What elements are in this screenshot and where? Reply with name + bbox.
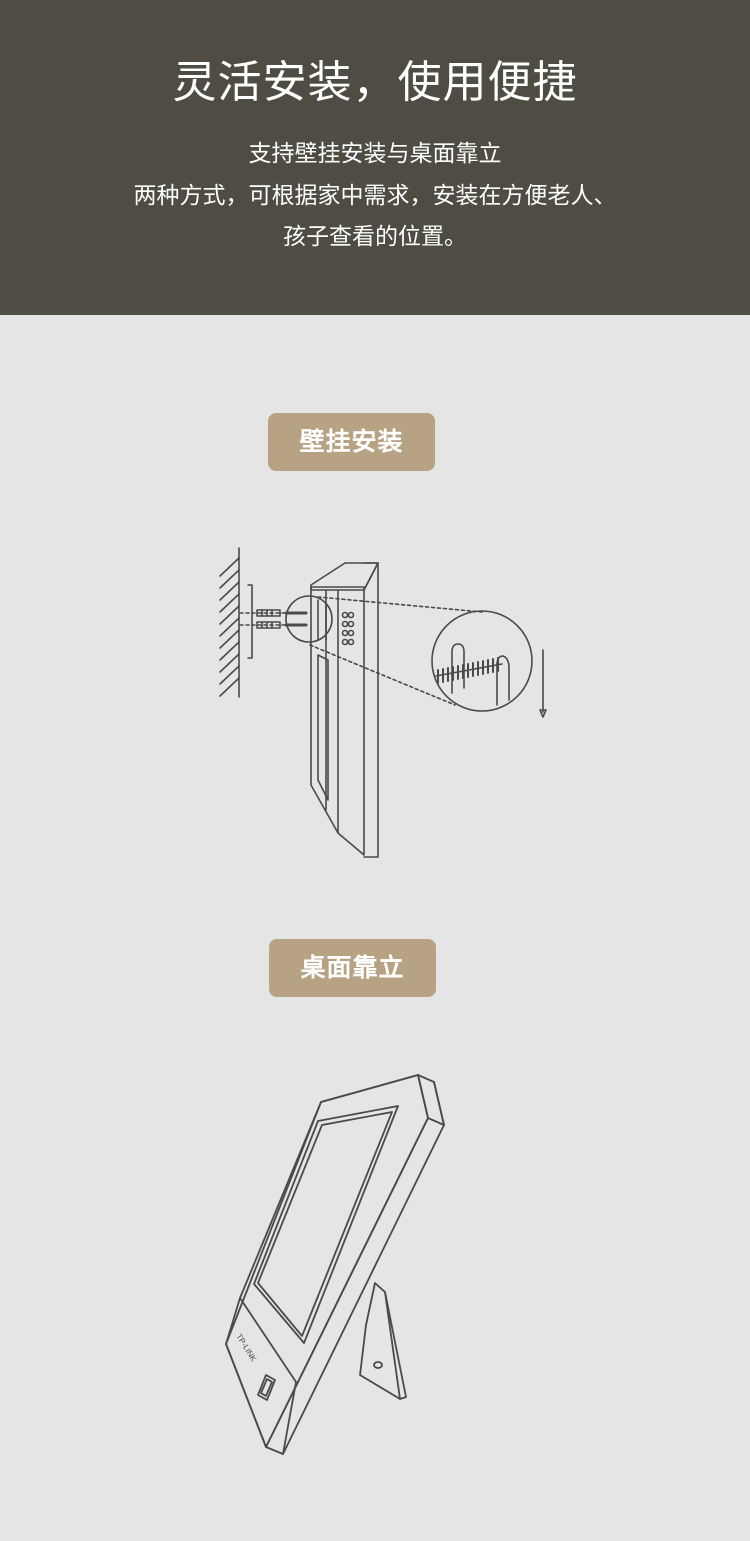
subtitle-line: 两种方式，可根据家中需求，安装在方便老人、	[133, 182, 617, 209]
brand-logo: TP-LINK	[234, 1332, 258, 1363]
page-subtitle: 支持壁挂安装与桌面靠立 两种方式，可根据家中需求，安装在方便老人、 孩子查看的位…	[0, 134, 750, 259]
header-banner: 灵活安装，使用便捷 支持壁挂安装与桌面靠立 两种方式，可根据家中需求，安装在方便…	[0, 0, 750, 315]
section-label-desk-stand: 桌面靠立	[269, 939, 436, 997]
section-label-wall-mount: 壁挂安装	[268, 413, 435, 471]
page-title: 灵活安装，使用便捷	[172, 57, 578, 108]
subtitle-line: 孩子查看的位置。	[283, 224, 467, 250]
desk-stand-illustration: TP-LINK	[0, 1060, 750, 1480]
subtitle-line: 支持壁挂安装与桌面靠立	[248, 141, 502, 167]
main-content	[0, 315, 750, 1541]
wall-mount-illustration	[0, 530, 750, 880]
